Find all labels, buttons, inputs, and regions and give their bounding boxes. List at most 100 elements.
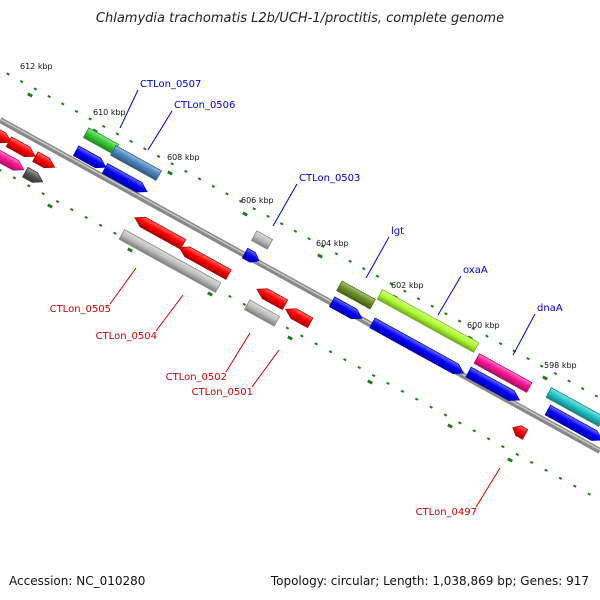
gene-cyan-right[interactable] (545, 387, 600, 427)
leader-line (512, 313, 536, 356)
ruler-tick-upper (19, 79, 24, 84)
ruler-tick-lower (515, 452, 520, 457)
gene-CTLon_0497[interactable] (510, 423, 529, 440)
ruler-major-tick (207, 291, 213, 297)
ruler-label: 600 kbp (467, 321, 500, 330)
ruler-tick-upper (526, 357, 530, 361)
gene-blue-0507[interactable] (72, 145, 108, 172)
ruler-tick-upper (184, 169, 188, 173)
ruler-tick-upper (156, 154, 161, 158)
ruler-tick-upper (6, 72, 10, 76)
ruler-tick-upper (293, 229, 298, 233)
gene-CTLon_0505b-red[interactable] (177, 243, 232, 280)
ruler-tick-upper (567, 379, 571, 383)
ruler-tick-upper (74, 109, 79, 114)
gene-lgt[interactable] (336, 280, 376, 310)
ruler-tick-upper (416, 297, 421, 301)
gene-label-CTLon_0501[interactable]: CTLon_0501 (192, 387, 253, 398)
ruler-tick-lower (314, 342, 318, 346)
gene-label-CTLon_0503[interactable]: CTLon_0503 (299, 173, 360, 184)
gene-darkgray-left[interactable] (22, 166, 46, 186)
ruler-major-tick (507, 457, 513, 463)
gene-CTLon_0501-red[interactable] (283, 304, 314, 329)
ruler-major-tick (47, 203, 53, 209)
ruler-tick-upper (252, 207, 257, 211)
gene-label-CTLon_0505[interactable]: CTLon_0505 (50, 304, 111, 315)
ruler-tick-upper (389, 282, 393, 286)
gene-dnaA[interactable] (473, 353, 533, 393)
gene-blue-0503[interactable] (241, 247, 261, 265)
gene-blue-0506[interactable] (101, 163, 149, 197)
gene-label-CTLon_0502[interactable]: CTLon_0502 (166, 372, 227, 383)
leader-line (147, 110, 173, 151)
gene-blue-right[interactable] (544, 404, 600, 445)
ruler-tick-upper (485, 334, 489, 338)
ruler-tick-upper (279, 222, 284, 226)
gene-blue-oxaA[interactable] (369, 317, 466, 378)
gene-label-CTLon_0497[interactable]: CTLon_0497 (416, 507, 477, 518)
gene-blue-lgt[interactable] (328, 296, 364, 323)
ruler-tick-upper (553, 371, 558, 376)
ruler-label: 602 kbp (391, 281, 424, 290)
ruler-tick-upper (430, 304, 435, 308)
ruler-major-tick (242, 211, 248, 217)
gene-label-dnaA[interactable]: dnaA (537, 303, 563, 314)
gene-label-CTLon_0507[interactable]: CTLon_0507 (140, 79, 201, 90)
ruler-tick-upper (580, 386, 585, 391)
leader-line (251, 349, 280, 388)
ruler-tick-lower (228, 294, 232, 299)
ruler-tick-lower (55, 200, 60, 204)
gene-blue-dnaA[interactable] (465, 366, 522, 405)
genes-layer (0, 122, 600, 445)
gene-label-CTLon_0506[interactable]: CTLon_0506 (174, 100, 235, 111)
gene-red-left-2[interactable] (5, 136, 38, 161)
gene-red-left-3[interactable] (32, 151, 58, 172)
gene-oxaA[interactable] (376, 289, 480, 353)
ruler-tick-lower (386, 381, 390, 385)
gene-magenta-left[interactable] (0, 146, 26, 174)
leader-line (475, 467, 501, 508)
genome-backbone-line (0, 117, 600, 454)
gene-red-left-1[interactable] (0, 122, 14, 147)
gene-label-oxaA[interactable]: oxaA (463, 265, 488, 276)
ruler-tick-upper (211, 184, 216, 188)
gene-label-CTLon_0504[interactable]: CTLon_0504 (96, 331, 157, 342)
ruler-tick-lower (113, 231, 117, 235)
ruler-tick-upper (320, 244, 325, 248)
ruler-tick-lower (98, 223, 103, 227)
leader-line (437, 275, 462, 316)
ruler-tick-upper (170, 162, 175, 166)
ruler-tick-lower (299, 334, 304, 338)
ruler-tick-lower (285, 326, 290, 330)
ruler-major-tick (127, 247, 133, 253)
gene-CTLon_0506[interactable] (110, 145, 162, 181)
ruler-major-tick (447, 423, 453, 429)
leader-line (365, 236, 390, 279)
ruler-tick-upper (539, 364, 544, 368)
gene-CTLon_0503[interactable] (250, 230, 274, 250)
ruler-label: 610 kbp (93, 108, 126, 117)
ruler-tick-lower (70, 207, 74, 212)
ruler-tick-lower (12, 176, 17, 180)
ruler-tick-upper (197, 177, 202, 181)
ruler-tick-lower (84, 215, 89, 220)
ruler-tick-lower (529, 460, 534, 465)
ruler-tick-lower (41, 192, 45, 196)
gene-CTLon_0504[interactable] (118, 229, 222, 293)
gene-label-lgt[interactable]: lgt (391, 226, 404, 237)
gene-CTLon_0502-red[interactable] (254, 284, 289, 311)
ruler-label: 612 kbp (20, 62, 53, 71)
ruler-tick-upper (348, 259, 352, 263)
gene-CTLon_0502[interactable] (243, 299, 281, 327)
ruler-tick-lower (400, 389, 405, 393)
ruler-tick-lower (357, 365, 362, 370)
ruler-tick-lower (573, 484, 577, 488)
ruler-tick-lower (429, 405, 433, 409)
leader-line (272, 183, 298, 227)
map-title: Chlamydia trachomatis L2b/UCH-1/proctiti… (96, 11, 504, 26)
ruler-tick-upper (457, 319, 462, 323)
ruler-tick-upper (115, 132, 120, 136)
